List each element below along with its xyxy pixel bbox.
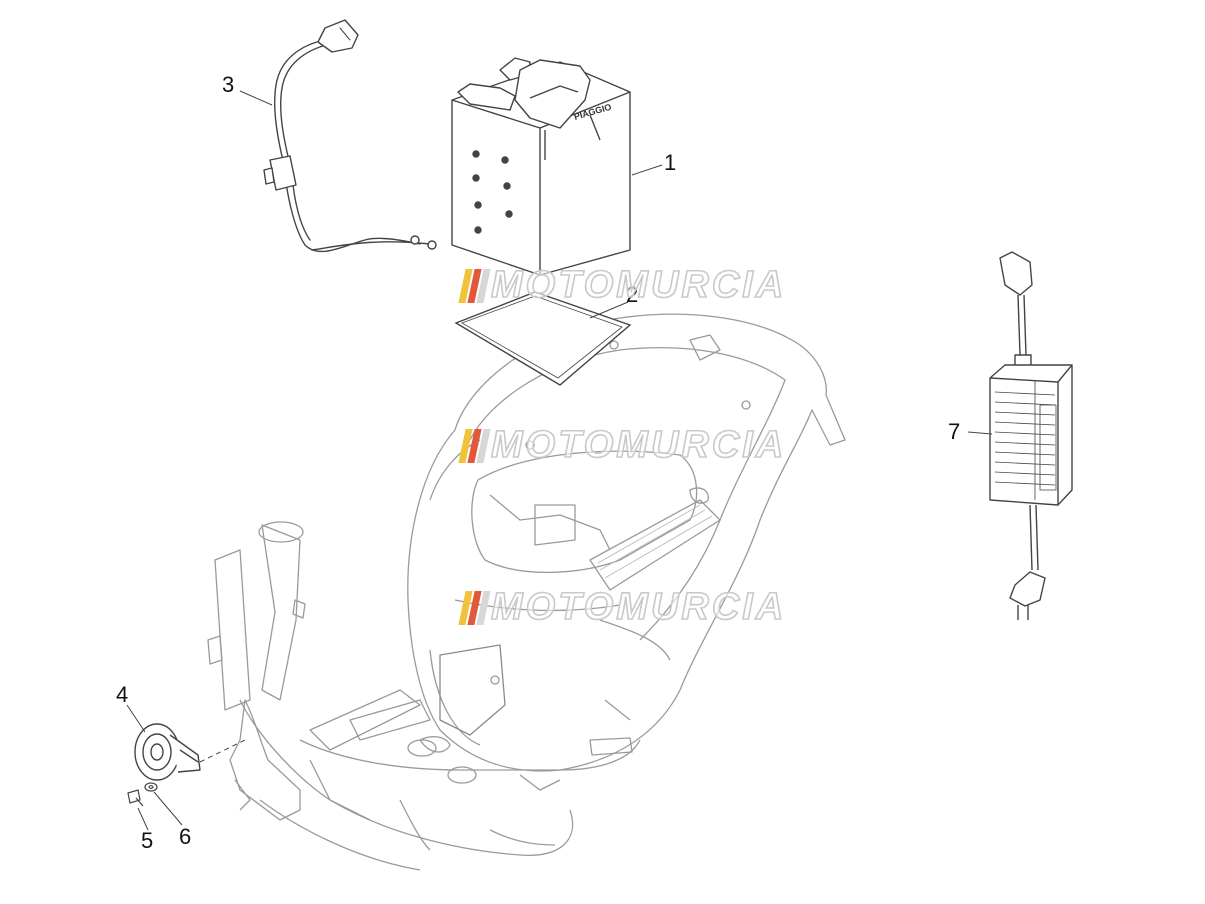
screw — [127, 789, 144, 807]
callout-4: 4 — [116, 682, 129, 707]
callout-5: 5 — [141, 828, 154, 853]
watermark-stripes — [458, 590, 491, 625]
leader-4 — [126, 704, 146, 733]
watermark-logo: MOTOMURCIA — [458, 585, 787, 629]
watermark-stripes — [458, 268, 491, 303]
leader-7 — [967, 431, 993, 435]
washer — [144, 782, 158, 792]
battery: PIAGGIO — [451, 57, 631, 276]
leader-2 — [589, 301, 629, 319]
watermark-logo: MOTOMURCIA — [458, 423, 787, 467]
watermark-text: MOTOMURCIA — [490, 423, 787, 467]
callout-1: 1 — [664, 150, 677, 175]
watermark-text: MOTOMURCIA — [490, 585, 787, 629]
callout-3: 3 — [222, 72, 235, 97]
horn — [134, 723, 246, 781]
battery-cable — [263, 19, 437, 253]
leader-1 — [631, 164, 663, 176]
leader-3 — [239, 90, 273, 106]
watermark-logo: MOTOMURCIA — [458, 263, 787, 307]
callout-6: 6 — [179, 824, 192, 849]
leader-6 — [153, 791, 183, 826]
battery-pad — [454, 291, 632, 386]
callout-2: 2 — [626, 282, 639, 307]
scooter-frame — [207, 313, 846, 871]
leader-5 — [137, 807, 149, 831]
callout-7: 7 — [948, 419, 961, 444]
watermark-text: MOTOMURCIA — [490, 263, 787, 307]
watermark-stripes — [458, 428, 491, 463]
battery-charger — [989, 251, 1073, 620]
